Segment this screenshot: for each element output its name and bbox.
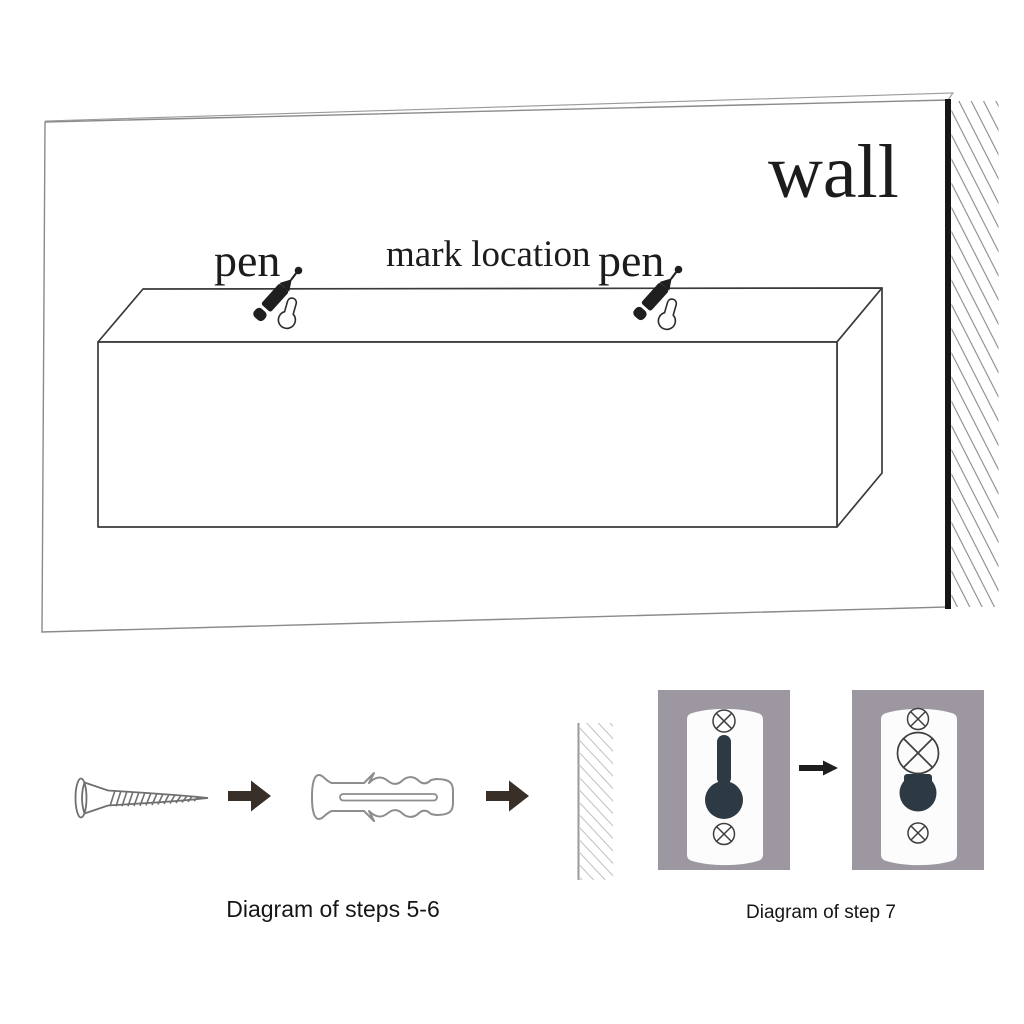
wall-label: wall	[768, 130, 899, 214]
marking-dot	[674, 265, 683, 274]
screw-head-icon	[712, 709, 736, 733]
shelf-front-face	[97, 341, 838, 528]
screw-head-icon-large	[896, 731, 940, 775]
keyhole-cutout-icon	[899, 774, 937, 812]
shelf-top-face	[97, 287, 883, 343]
arrow-right-icon	[799, 760, 838, 776]
mark-location-label: mark location	[386, 234, 591, 275]
arrow-right-icon	[228, 780, 271, 812]
screw-head-icon	[906, 707, 930, 731]
wall-edge-line	[945, 99, 951, 609]
wall-hatch	[580, 723, 613, 880]
wall-section	[577, 723, 613, 880]
pen-icon-right	[633, 265, 683, 321]
keyhole-panel-after	[852, 690, 984, 870]
pen-icon-left	[253, 266, 303, 322]
wall-hatch	[951, 101, 999, 607]
step-7-caption: Diagram of step 7	[746, 902, 896, 923]
wall-anchor-icon	[311, 772, 454, 822]
arrow-right-icon	[486, 780, 529, 812]
keyhole-panel-before	[658, 690, 790, 870]
steps-5-6-caption: Diagram of steps 5-6	[226, 896, 440, 922]
screw-icon	[74, 777, 209, 819]
pen-label-right: pen	[598, 235, 665, 286]
keyhole-cutout-icon	[705, 735, 743, 819]
wall-marking-diagram	[41, 92, 999, 633]
pen-label-left: pen	[214, 235, 281, 286]
wall-top-edge	[44, 92, 955, 122]
steps-5-6-diagram	[74, 723, 613, 880]
keyhole-mark-icon-right	[657, 298, 678, 331]
shelf-box	[97, 287, 883, 528]
screw-head-icon	[907, 822, 929, 844]
keyhole-mark-icon-left	[277, 297, 298, 330]
screw-head-icon	[712, 822, 736, 846]
marking-dot	[294, 266, 303, 275]
